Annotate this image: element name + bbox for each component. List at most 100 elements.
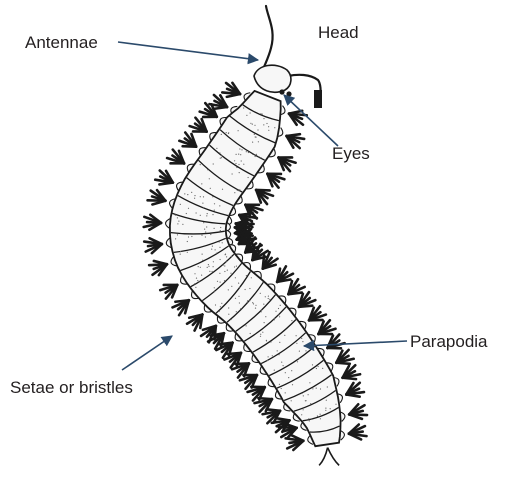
stipple-dot xyxy=(285,392,286,393)
stipple-dot xyxy=(303,409,304,410)
stipple-dot xyxy=(175,215,176,216)
stipple-dot xyxy=(240,308,241,309)
stipple-dot xyxy=(243,164,244,165)
stipple-dot xyxy=(250,123,251,124)
stipple-dot xyxy=(184,193,185,194)
stipple-dot xyxy=(301,393,302,394)
stipple-dot xyxy=(219,205,220,206)
seta-bristle xyxy=(258,398,271,399)
stipple-dot xyxy=(255,137,256,138)
stipple-dot xyxy=(241,149,242,150)
stipple-dot xyxy=(260,293,261,294)
stipple-dot xyxy=(296,335,297,336)
stipple-dot xyxy=(222,242,223,243)
stipple-dot xyxy=(269,299,270,300)
stipple-dot xyxy=(236,167,237,168)
stipple-dot xyxy=(202,254,203,255)
stipple-dot xyxy=(311,419,312,420)
stipple-dot xyxy=(320,388,321,389)
stipple-dot xyxy=(239,148,240,149)
tail-cirrus xyxy=(328,448,340,466)
stipple-dot xyxy=(194,198,195,199)
stipple-dot xyxy=(214,291,215,292)
stipple-dot xyxy=(279,384,280,385)
stipple-dot xyxy=(263,304,264,305)
stipple-dot xyxy=(227,270,228,271)
stipple-dot xyxy=(219,241,220,242)
stipple-dot xyxy=(301,414,302,415)
stipple-dot xyxy=(180,251,181,252)
stipple-dot xyxy=(309,382,310,383)
stipple-dot xyxy=(208,264,209,265)
stipple-dot xyxy=(265,296,266,297)
seta-bristle xyxy=(287,134,300,136)
stipple-dot xyxy=(212,246,213,247)
stipple-dot xyxy=(291,400,292,401)
stipple-dot xyxy=(224,280,225,281)
stipple-dot xyxy=(201,183,202,184)
stipple-dot xyxy=(212,271,213,272)
worm-head xyxy=(254,65,292,96)
stipple-dot xyxy=(248,177,249,178)
stipple-dot xyxy=(238,154,239,155)
stipple-dot xyxy=(261,311,262,312)
stipple-dot xyxy=(279,354,280,355)
stipple-dot xyxy=(265,316,266,317)
stipple-dot xyxy=(275,311,276,312)
stipple-dot xyxy=(239,287,240,288)
stipple-dot xyxy=(257,129,258,130)
stipple-dot xyxy=(205,236,206,237)
eye-dot xyxy=(286,91,291,96)
stipple-dot xyxy=(230,273,231,274)
stipple-dot xyxy=(220,306,221,307)
stipple-dot xyxy=(201,235,202,236)
stipple-dot xyxy=(270,341,271,342)
stipple-dot xyxy=(202,203,203,204)
stipple-dot xyxy=(259,156,260,157)
stipple-dot xyxy=(309,420,310,421)
stipple-dot xyxy=(266,123,267,124)
stipple-dot xyxy=(214,210,215,211)
stipple-dot xyxy=(215,249,216,250)
stipple-dot xyxy=(224,265,225,266)
eye-dot xyxy=(279,89,284,94)
stipple-dot xyxy=(231,319,232,320)
stipple-dot xyxy=(220,282,221,283)
stipple-dot xyxy=(325,410,326,411)
stipple-dot xyxy=(234,192,235,193)
stipple-dot xyxy=(177,217,178,218)
stipple-dot xyxy=(250,112,251,113)
stipple-dot xyxy=(330,408,331,409)
stipple-dot xyxy=(236,311,237,312)
stipple-dot xyxy=(247,302,248,303)
parapodia-arrow xyxy=(304,341,407,346)
stipple-dot xyxy=(318,366,319,367)
stipple-dot xyxy=(246,115,247,116)
tail-cirrus xyxy=(319,448,327,466)
stipple-dot xyxy=(272,355,273,356)
stipple-dot xyxy=(180,254,181,255)
stipple-dot xyxy=(254,125,255,126)
stipple-dot xyxy=(308,418,309,419)
stipple-dot xyxy=(219,247,220,248)
stipple-dot xyxy=(200,164,201,165)
stipple-dot xyxy=(220,230,221,231)
stipple-dot xyxy=(202,260,203,261)
stipple-dot xyxy=(194,195,195,196)
stipple-dot xyxy=(203,207,204,208)
stipple-dot xyxy=(316,368,317,369)
stipple-dot xyxy=(213,266,214,267)
stipple-dot xyxy=(235,163,236,164)
stipple-dot xyxy=(255,156,256,157)
stipple-dot xyxy=(225,254,226,255)
stipple-dot xyxy=(191,192,192,193)
seta-bristle xyxy=(219,343,232,345)
stipple-dot xyxy=(327,386,328,387)
stipple-dot xyxy=(224,271,225,272)
stipple-dot xyxy=(216,148,217,149)
stipple-dot xyxy=(209,271,210,272)
stipple-dot xyxy=(188,236,189,237)
stipple-dot xyxy=(200,196,201,197)
label-parapodia: Parapodia xyxy=(410,333,488,350)
stipple-dot xyxy=(238,130,239,131)
